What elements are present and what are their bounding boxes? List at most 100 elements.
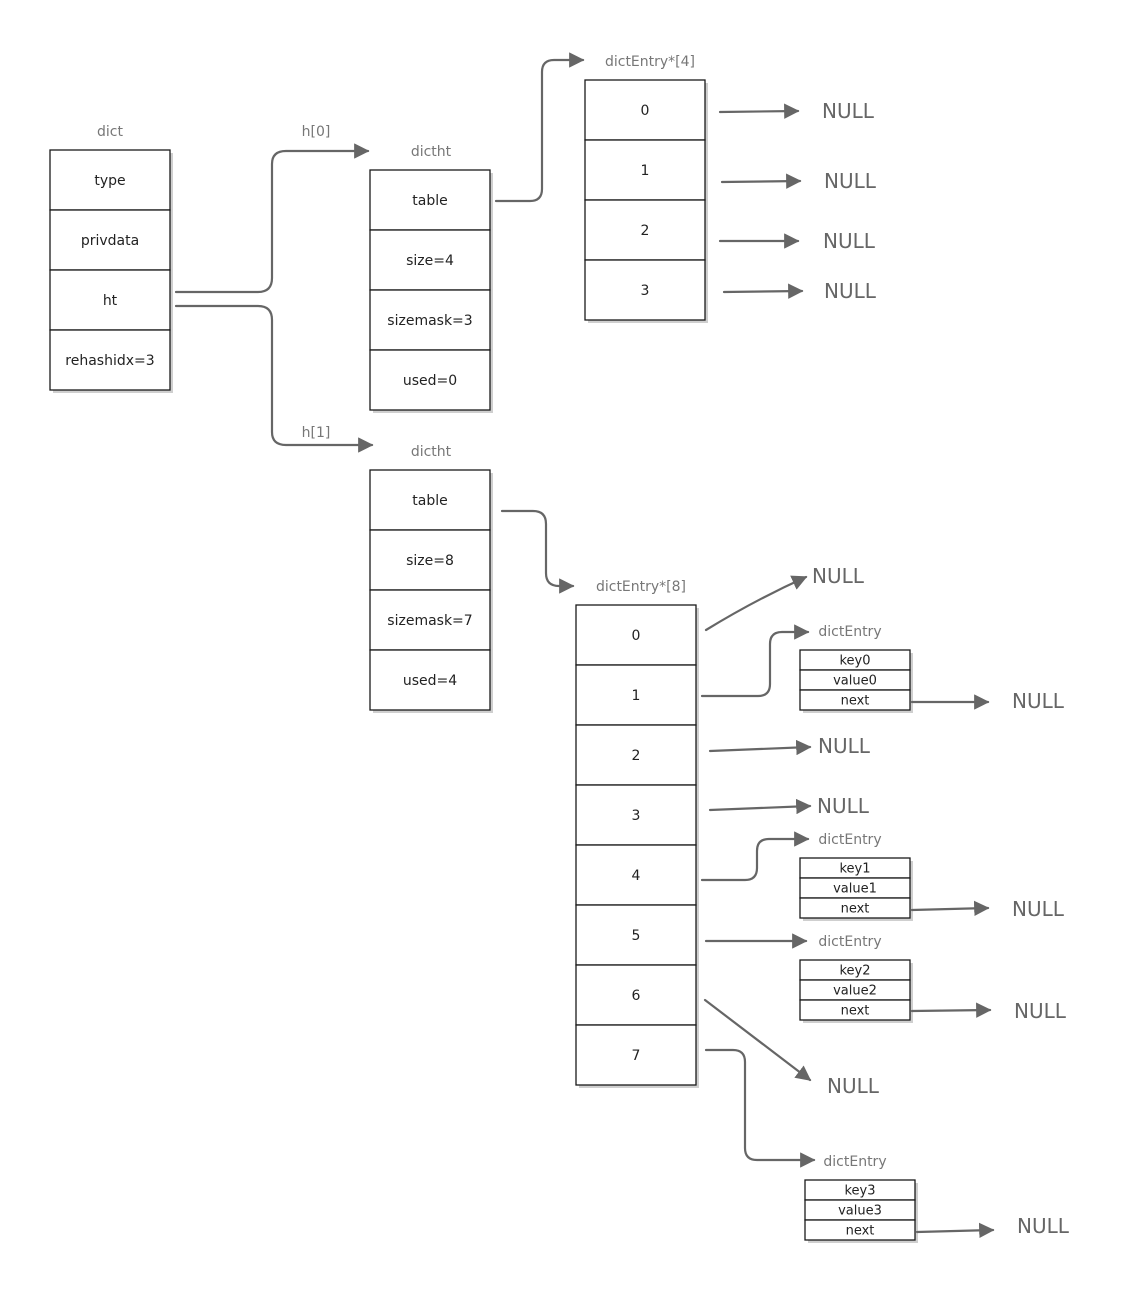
h0-slot-0 (584, 79, 706, 141)
arrow-h0-slot-1-null (720, 173, 802, 189)
dictht-h1-size-text: size=8 (406, 553, 454, 569)
h0-slot-3-text: 3 (641, 283, 650, 299)
dict-entry-2-next-text: next (841, 1004, 870, 1019)
arrow-h1-slot-7-entry (704, 1048, 816, 1168)
dictht-h0-size (369, 229, 491, 291)
dict-entry-1-label: dictEntry (818, 832, 881, 848)
h1-slot-3 (575, 784, 697, 846)
null-h1-slot-3: NULL (817, 794, 870, 818)
h1-slot-5 (575, 904, 697, 966)
dict-entry-2: dictEntry key2 value2 next (799, 934, 913, 1023)
null-h0-slot-0: NULL (822, 99, 875, 123)
h1-slot-1 (575, 664, 697, 726)
dict-entry-3-value-text: value3 (838, 1204, 882, 1219)
dict-entry-0-next-text: next (841, 694, 870, 709)
dict-entry-3-next (804, 1219, 916, 1241)
edge-label-h0: h[0] (302, 124, 331, 140)
dictht-h1-used (369, 649, 491, 711)
dictht-h1-label: dictht (411, 444, 452, 460)
dictht-h0-used (369, 349, 491, 411)
h0-slot-1 (584, 139, 706, 201)
dict-entry-2-label: dictEntry (818, 934, 881, 950)
h1-slot-6-text: 6 (632, 988, 641, 1004)
dict-field-rehashidx-text: rehashidx=3 (65, 353, 154, 369)
dictht-h0-size-text: size=4 (406, 253, 454, 269)
dict-entry-3-key-text: key3 (844, 1184, 875, 1199)
null-h1-slot-2: NULL (818, 734, 871, 758)
h0-array-label: dictEntry*[4] (605, 54, 695, 70)
dict-entry-2-next (799, 999, 911, 1021)
dictht-h0-used-text: used=0 (403, 373, 457, 389)
dict-field-privdata-text: privdata (81, 233, 139, 249)
dictht-h0-label: dictht (411, 144, 452, 160)
arrow-h0-table-to-array (494, 52, 585, 203)
h0-slot-0-text: 0 (641, 103, 650, 119)
dict-entry-3-label: dictEntry (823, 1154, 886, 1170)
arrow-entry-2-next-null (910, 1002, 992, 1018)
h1-slot-5-text: 5 (632, 928, 641, 944)
dictht-h0-table (369, 169, 491, 231)
h1-slot-0 (575, 604, 697, 666)
h1-slot-4-text: 4 (632, 868, 641, 884)
h1-slot-0-text: 0 (632, 628, 641, 644)
dict-struct: dict type privdata ht rehashidx=3 (49, 124, 173, 393)
dict-label: dict (97, 124, 123, 140)
null-h0-slot-1: NULL (824, 169, 877, 193)
h0-slot-2 (584, 199, 706, 261)
null-h0-slot-3: NULL (824, 279, 877, 303)
dict-entry-1: dictEntry key1 value1 next (799, 832, 913, 921)
dict-entry-3: dictEntry key3 value3 next (804, 1154, 918, 1243)
h0-array: dictEntry*[4] 0 1 2 3 (584, 54, 708, 323)
h0-slot-2-text: 2 (641, 223, 650, 239)
h1-slot-7 (575, 1024, 697, 1086)
dict-entry-0-value-text: value0 (833, 674, 877, 689)
h1-slot-2 (575, 724, 697, 786)
arrow-h1-slot-6-null (703, 998, 812, 1082)
arrow-entry-3-next-null (915, 1222, 995, 1239)
dict-field-ht-text: ht (103, 293, 118, 309)
arrow-ht-to-h0 (174, 143, 370, 294)
dict-entry-1-next-text: next (841, 902, 870, 917)
dict-field-ht (49, 269, 171, 331)
arrow-h1-slot-4-entry (700, 831, 810, 882)
dict-entry-0-next (799, 689, 911, 711)
arrows (174, 52, 995, 1239)
arrow-ht-to-h1 (174, 304, 374, 453)
dict-field-type (49, 149, 171, 211)
h1-array: dictEntry*[8] 0 1 2 3 4 5 6 7 (575, 579, 699, 1088)
dictht-h1-sizemask-text: sizemask=7 (387, 613, 472, 629)
dict-field-type-text: type (94, 173, 125, 189)
dict-entry-0-key-text: key0 (839, 654, 870, 669)
dictht-h1-table-text: table (412, 493, 447, 509)
dict-entry-3-next-text: next (846, 1224, 875, 1239)
arrow-h1-table-to-array (500, 509, 575, 594)
dict-entry-1-value-text: value1 (833, 882, 877, 897)
h1-slot-3-text: 3 (632, 808, 641, 824)
arrow-h0-slot-3-null (722, 283, 804, 299)
arrow-h0-slot-0-null (718, 103, 800, 119)
dictht-h0-sizemask-text: sizemask=3 (387, 313, 472, 329)
null-entry-3-next: NULL (1017, 1214, 1070, 1238)
null-h0-slot-2: NULL (823, 229, 876, 253)
arrow-h1-slot-2-null (708, 739, 812, 756)
dictht-h0-sizemask (369, 289, 491, 351)
dict-entry-0: dictEntry key0 value0 next (799, 624, 913, 713)
dict-entry-2-value-text: value2 (833, 984, 877, 999)
arrow-entry-1-next-null (910, 900, 990, 917)
dict-field-privdata (49, 209, 171, 271)
null-labels: NULL NULL NULL NULL NULL NULL NULL NULL … (812, 99, 1070, 1238)
h0-slot-3 (584, 259, 706, 321)
null-entry-1-next: NULL (1012, 897, 1065, 921)
dictht-h1-used-text: used=4 (403, 673, 457, 689)
h1-slot-6 (575, 964, 697, 1026)
edge-label-h1: h[1] (302, 425, 331, 441)
arrow-h1-slot-3-null (708, 798, 812, 815)
dictht-h1: dictht table size=8 sizemask=7 used=4 (369, 444, 493, 713)
h1-slot-1-text: 1 (632, 688, 641, 704)
dict-entry-2-key-text: key2 (839, 964, 870, 979)
h1-slot-7-text: 7 (632, 1048, 641, 1064)
null-h1-slot-6: NULL (827, 1074, 880, 1098)
h0-slot-1-text: 1 (641, 163, 650, 179)
dictht-h0-table-text: table (412, 193, 447, 209)
